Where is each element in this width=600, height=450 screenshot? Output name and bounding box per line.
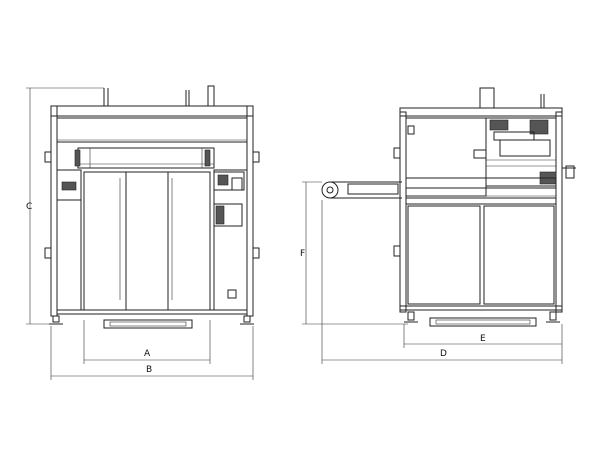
front-left-post <box>50 105 58 317</box>
dim-label-d: D <box>440 349 447 359</box>
front-motor-box <box>213 203 243 227</box>
front-bottom-tray <box>103 319 193 329</box>
side-lower-panel-left <box>407 205 481 305</box>
front-right-guide <box>213 169 248 311</box>
dim-label-e: E <box>480 334 486 344</box>
dim-label-a: A <box>144 349 151 359</box>
front-upper-carriage <box>77 147 215 169</box>
side-top-post <box>479 87 495 109</box>
dim-label-f: F <box>300 249 305 259</box>
dim-label-c: C <box>26 202 32 212</box>
front-belt-right <box>167 171 211 311</box>
side-view <box>321 87 576 327</box>
side-infeed-conveyor <box>321 181 402 199</box>
side-left-post <box>399 111 407 313</box>
side-bottom-tray <box>429 317 537 327</box>
front-top-bracket <box>207 85 215 107</box>
side-dimensions <box>302 181 563 364</box>
front-view <box>44 85 260 329</box>
front-belt-middle <box>125 171 169 311</box>
side-lower-panel-right <box>483 205 555 305</box>
side-right-post <box>555 111 563 313</box>
front-top-beam <box>50 105 254 117</box>
front-dimensions <box>26 87 254 380</box>
front-hood-panel <box>56 117 248 143</box>
dim-label-b: B <box>146 365 152 375</box>
side-top-beam <box>399 107 563 117</box>
front-right-post <box>246 105 254 317</box>
front-left-guide <box>56 169 82 311</box>
